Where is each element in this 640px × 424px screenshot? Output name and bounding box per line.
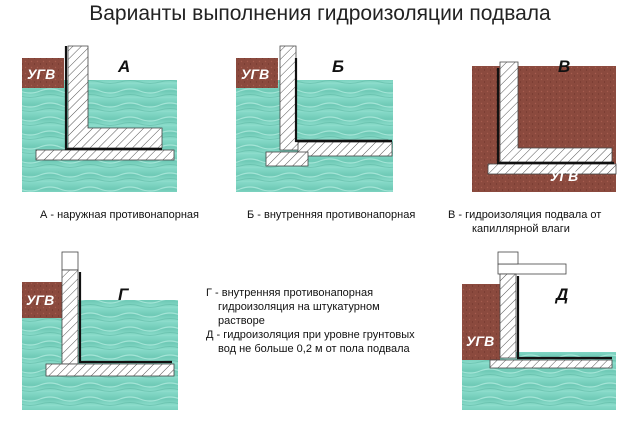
groundwater-b xyxy=(236,80,393,192)
diagram-v: В УГВ xyxy=(472,57,617,192)
floor-g xyxy=(45,363,175,377)
membrane-g xyxy=(78,272,172,364)
letter-a: А xyxy=(117,57,130,76)
ugv-label-b: УГВ xyxy=(241,66,269,82)
letter-b: Б xyxy=(332,57,344,76)
diagram-b: УГВ Б xyxy=(236,45,393,192)
wall-top-g xyxy=(61,251,79,271)
inner-layer-b xyxy=(297,141,393,157)
caption-v-line1: В - гидроизоляция подвала от xyxy=(448,209,602,221)
soil-b xyxy=(236,58,278,88)
ugv-label-a: УГВ xyxy=(27,66,55,82)
caption-d-line1: Д - гидроизоляция при уровне грунтовых xyxy=(206,329,415,341)
footing-b xyxy=(265,151,309,167)
diagram-d: УГВ Д xyxy=(462,251,616,410)
letter-d: Д xyxy=(554,285,568,304)
caption-b: Б - внутренняя противонапорная xyxy=(247,209,416,221)
floor-d xyxy=(489,359,613,369)
wall-top-d xyxy=(497,251,519,265)
beam-d xyxy=(497,263,567,275)
membrane-a xyxy=(64,46,162,151)
ugv-label-g: УГВ xyxy=(26,292,54,308)
ugv-label-v: УГВ xyxy=(550,168,578,184)
soil-a xyxy=(22,58,64,88)
wall-g xyxy=(61,269,79,365)
caption-g-line2: гидроизоляция на штукатурном xyxy=(218,301,380,313)
diagram-g: УГВ Г xyxy=(22,251,178,410)
ugv-label-d: УГВ xyxy=(466,333,494,349)
caption-g-line3: растворе xyxy=(218,315,265,327)
letter-v: В xyxy=(558,57,570,76)
wall-d xyxy=(499,273,517,359)
caption-g-line1: Г - внутренняя противонапорная xyxy=(206,287,374,299)
soil-g xyxy=(22,282,62,318)
diagram-a: УГВ А xyxy=(22,45,177,192)
soil-d xyxy=(462,284,500,360)
page-title: Варианты выполнения гидроизоляции подвал… xyxy=(89,2,551,25)
groundwater-g xyxy=(22,300,178,410)
caption-d-line2: вод не больше 0,2 м от пола подвала xyxy=(218,343,410,355)
membrane-d xyxy=(516,276,612,360)
footing-a xyxy=(35,149,175,161)
caption-v-line2: капиллярной влаги xyxy=(472,223,570,235)
caption-a: А - наружная противонапорная xyxy=(40,209,199,221)
membrane-b xyxy=(294,58,392,143)
membrane-v xyxy=(496,68,614,165)
letter-g: Г xyxy=(118,285,130,304)
